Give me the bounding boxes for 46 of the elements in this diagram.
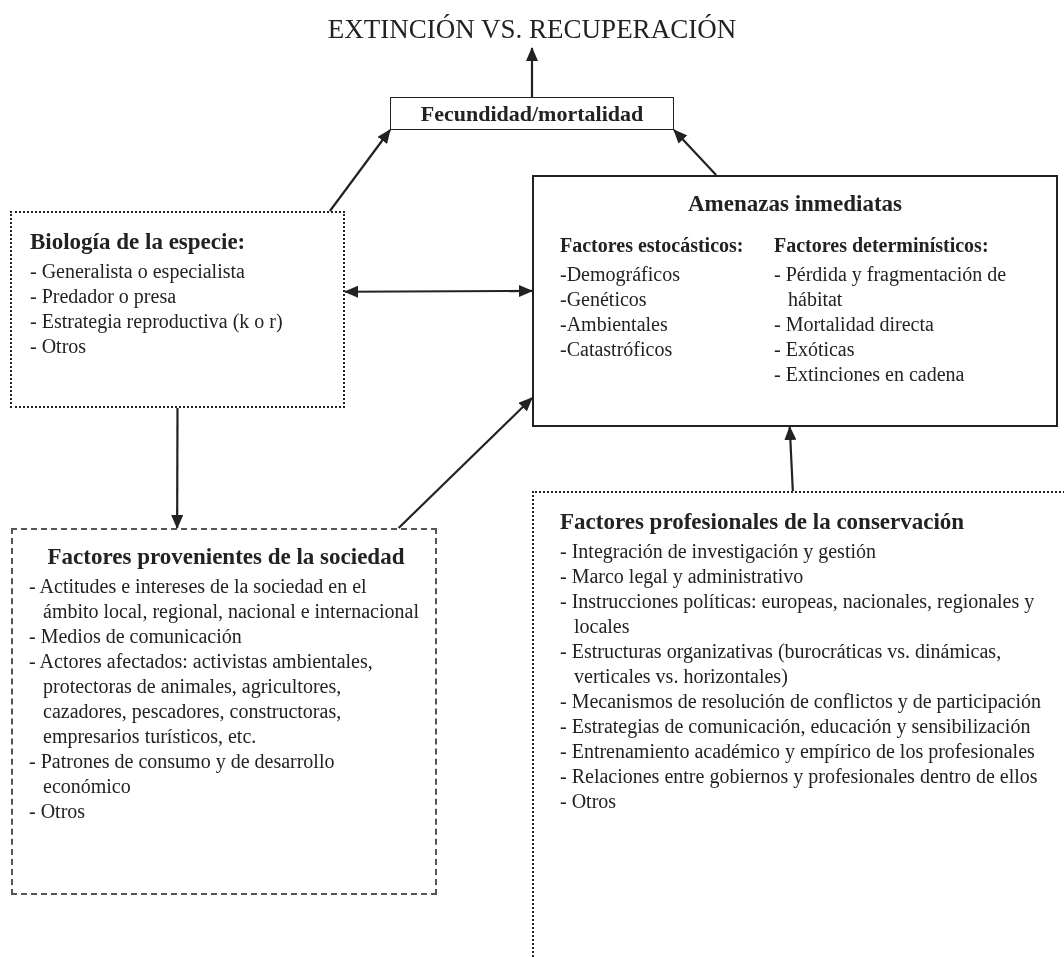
list-item: - Integración de investigación y gestión [560,539,877,564]
list-item: - Actitudes e intereses de la sociedad en el ámbito local, regional, nacional e internacional [29,574,420,624]
box-heading: Factores provenientes de la sociedad [46,544,406,570]
list-item: -Catastróficos [560,337,674,362]
list-item: - Medios de comunicación [29,624,243,649]
list-item: - Estrategias de comunicación, educación y sensibilización [560,714,1032,739]
arrow [673,129,717,176]
list-item: - Exóticas [774,337,856,362]
process-box [390,97,674,130]
list-item: - Instrucciones políticas: europeas, nacionales, regionales y locales [560,589,1036,639]
column-heading: Factores estocásticos: [560,233,745,258]
list-item: - Estrategia reproductiva (k o r) [30,309,284,334]
arrow [329,129,391,212]
list-item: - Otros [560,789,618,814]
box-heading: Amenazas inmediatas [687,191,903,217]
list-item: - Patrones de consumo y de desarrollo económico [29,749,336,799]
process-box [11,528,437,895]
title-text: EXTINCIÓN VS. RECUPERACIÓN [326,13,738,46]
list-item: - Marco legal y administrativo [560,564,805,589]
list-item: - Otros [30,334,88,359]
list-item: -Demográficos [560,262,681,287]
process-box [532,175,1058,427]
list-item: - Extinciones en cadena [774,362,966,387]
list-item: -Ambientales [560,312,669,337]
list-item: -Genéticos [560,287,648,312]
list-item: - Estructuras organizativas (burocráticas vs. dinámicas, verticales vs. horizontales) [560,639,1003,689]
list-item: - Mortalidad directa [774,312,935,337]
list-item: - Actores afectados: activistas ambientales, protectoras de animales, agricultores, cazadores, pescadores, constructoras, empresarios turísticos, etc. [29,649,374,749]
list-item: - Generalista o especialista [30,259,246,284]
arrow [526,47,538,97]
box-label: Fecundidad/mortalidad [420,100,644,127]
box-heading: Biología de la especie: [30,229,247,255]
list-item: - Relaciones entre gobiernos y profesionales dentro de ellos [560,764,1039,789]
arrow [171,408,184,529]
list-item: - Otros [29,799,87,824]
arrow [397,397,533,529]
list-item: - Mecanismos de resolución de conflictos y de participación [560,689,1042,714]
list-item: - Predador o presa [30,284,178,309]
arrow [344,285,533,298]
list-item: - Entrenamiento académico y empírico de los profesionales [560,739,1036,764]
arrow [784,426,797,492]
process-box [10,211,345,408]
box-heading: Factores profesionales de la conservación [560,509,966,535]
process-box [532,491,1064,957]
column-heading: Factores determinísticos: [774,233,990,258]
list-item: - Pérdida y fragmentación de hábitat [774,262,1008,312]
